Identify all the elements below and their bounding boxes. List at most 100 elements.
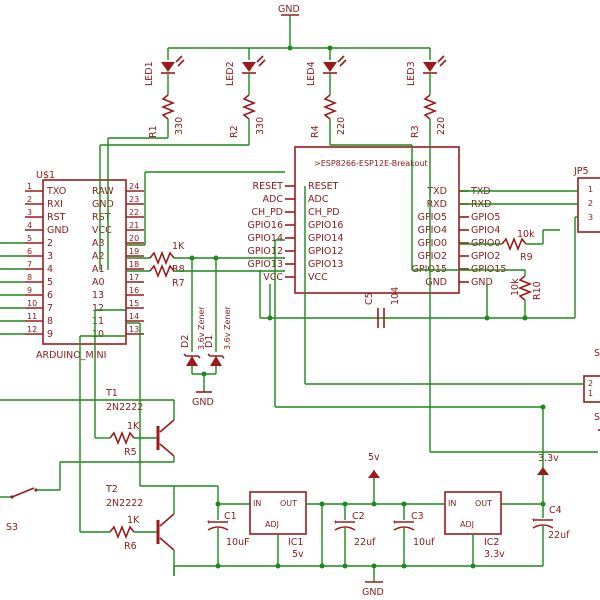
c1-ref: C1	[224, 511, 237, 522]
t1-transistor: T1 2N2222 1K R5	[0, 309, 175, 462]
ic1-ref: IC1	[288, 537, 303, 548]
arduino-left-pin-num: 2	[27, 195, 32, 204]
esp-right-inner-label: GPIO0	[418, 238, 447, 249]
esp-right-outer-label: GPIO4	[471, 225, 500, 236]
esp-title: >ESP8266-ESP12E-Breakout	[314, 159, 428, 168]
arduino-name: ARDUINO_MINI	[36, 350, 106, 361]
arduino-right-pin-num: 13	[129, 325, 139, 334]
arduino-left-pin-name: GND	[47, 225, 69, 236]
c3-plus-icon: +	[392, 518, 397, 526]
arduino-left-pin-num: 8	[27, 273, 32, 282]
esp-right-inner-label: GND	[425, 277, 447, 288]
esp-left-outer-label: VCC	[263, 272, 283, 283]
ic2-out: OUT	[475, 499, 492, 508]
arduino-left-pin-num: 9	[27, 286, 32, 295]
esp-left-outer-label: GPIO12	[248, 246, 283, 257]
arduino-right-pin-num: 17	[129, 273, 139, 282]
arduino-left-pin-num: 5	[27, 234, 32, 243]
arduino-left-pin-name: 9	[47, 329, 53, 340]
arduino-left-pin-name: 3	[47, 251, 53, 262]
esp-left-outer-label: RESET	[253, 181, 284, 192]
v5-label: 5v	[368, 452, 380, 463]
r10-label: R10	[532, 281, 543, 300]
ic2-in: IN	[448, 499, 456, 508]
r5-value: 1K	[127, 421, 140, 432]
r1-value: 330	[174, 117, 185, 135]
arduino-right-pin-num: 14	[129, 312, 139, 321]
gnd-bottom-label: GND	[362, 587, 384, 598]
arduino-left-pin-num: 12	[27, 325, 37, 334]
arduino-left-pin-name: 8	[47, 316, 53, 327]
c4-ref: C4	[549, 505, 562, 516]
r9-resistor: 10k R9	[459, 229, 560, 263]
led2-group: LED2 R2 330	[225, 48, 266, 145]
esp-right-outer-label: GPIO2	[471, 251, 500, 262]
t2-transistor: T2 2N2222 1K R6	[79, 322, 218, 576]
t2-value: 2N2222	[106, 498, 143, 509]
arduino-right-pin-name: A3	[92, 238, 105, 249]
c2-plus-icon: +	[333, 518, 338, 526]
led2-label: LED2	[225, 61, 236, 86]
t1-ref: T1	[105, 388, 118, 399]
ic1-in: IN	[253, 499, 261, 508]
r2-value: 330	[255, 117, 266, 135]
led3-label: LED3	[406, 61, 417, 86]
arduino-right-pin-name: A0	[92, 277, 105, 288]
s3-label: S3	[6, 522, 18, 533]
jp5-pin1: 1	[588, 185, 593, 194]
arduino-left-pin-name: RST	[47, 212, 66, 223]
edge-conn1-ref: S	[594, 348, 600, 359]
d1-value: 3.6v Zener	[223, 306, 232, 350]
arduino-right-pin-num: 24	[129, 182, 139, 191]
ic1-adj: ADJ	[265, 520, 279, 529]
d2-value: 3.6v Zener	[197, 306, 206, 350]
c2-ref: C2	[352, 511, 365, 522]
r8-ref: R8	[172, 264, 185, 275]
r9-value: 10k	[517, 229, 535, 240]
c5-label: C5	[364, 292, 375, 305]
esp-left-outer-label: GPIO14	[248, 233, 283, 244]
s3-switch: S3	[0, 461, 174, 533]
r8-value: 1K	[172, 241, 185, 252]
gnd-mid-label: GND	[192, 397, 214, 408]
c1-plus-icon: +	[206, 518, 211, 526]
led1-label: LED1	[144, 61, 155, 86]
r9-label: R9	[520, 252, 533, 263]
arduino-right-pin-name: 11	[92, 316, 104, 327]
arduino-left-pin-name: 6	[47, 290, 53, 301]
arduino-right-pin-name: GND	[92, 199, 114, 210]
edge-conn1-pin: 2	[588, 379, 593, 388]
c3-ref: C3	[411, 511, 424, 522]
ic1-out: OUT	[280, 499, 297, 508]
jp5-pin3: 3	[588, 213, 593, 222]
arduino-right-pin-name: 12	[92, 303, 104, 314]
r6-value: 1K	[127, 515, 140, 526]
arduino-right-pin-num: 23	[129, 195, 139, 204]
r5-ref: R5	[124, 447, 137, 458]
arduino-right-pin-num: 20	[129, 234, 139, 243]
arduino-right-pin-name: A2	[92, 251, 105, 262]
esp-left-inner-label: GPIO12	[308, 246, 343, 257]
arduino-left-pin-name: 2	[47, 238, 53, 249]
esp-left-inner-label: RESET	[308, 181, 339, 192]
arduino-right-pin-name: RAW	[92, 186, 114, 197]
c2-value: 22uf	[354, 537, 376, 548]
r10-value: 10k	[510, 278, 521, 296]
arduino-right-pin-num: 16	[129, 286, 139, 295]
esp-left-outer-label: GPIO16	[248, 220, 283, 231]
jp5-label: JP5	[573, 166, 589, 177]
r7-ref: R7	[172, 278, 185, 289]
arduino-right-pin-num: 15	[129, 299, 139, 308]
arduino-left-wires	[0, 242, 25, 335]
esp-right-inner-label: GPIO2	[418, 251, 447, 262]
arduino-left-pin-num: 10	[27, 299, 37, 308]
edge-conn2-pin: 1	[588, 389, 593, 398]
esp-left-inner-label: CH_PD	[308, 207, 340, 218]
c3-value: 10uf	[413, 537, 435, 548]
arduino-right-pin-num: 22	[129, 208, 139, 217]
r4-value: 220	[336, 117, 347, 135]
t1-value: 2N2222	[106, 402, 143, 413]
